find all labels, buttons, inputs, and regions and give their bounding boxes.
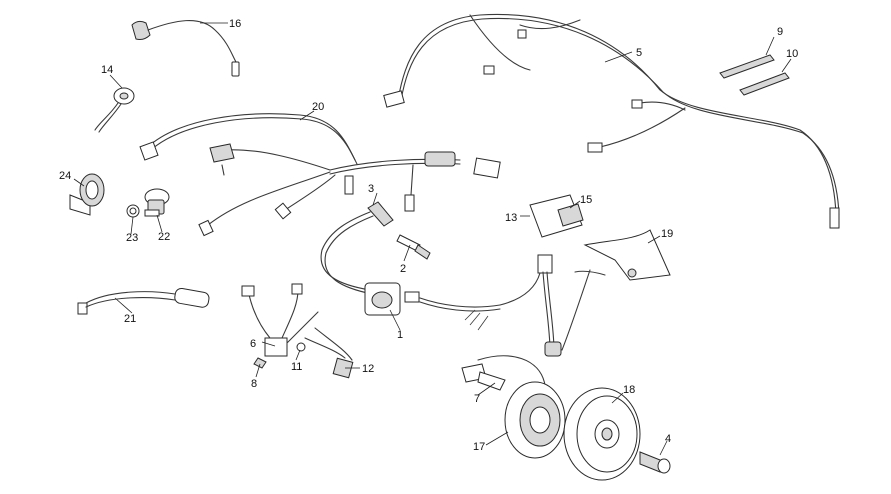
part-18-flywheel [563,387,641,481]
callout-7: 7 [474,393,480,405]
callout-19: 19 [661,228,673,240]
callout-6: 6 [250,338,256,350]
part-22-sensor [144,188,170,217]
part-17-stator [504,381,566,459]
part-3-plug-cap [320,201,394,295]
callout-17: 17 [473,441,485,453]
callout-23: 23 [126,232,138,244]
part-13-cdi-unit [529,194,584,238]
callout-16: 16 [229,18,241,30]
part-4-nut [639,451,671,474]
callout-13: 13 [505,212,517,224]
part-9-cable-tie [719,54,775,79]
callout-12: 12 [362,363,374,375]
part-23-o-ring [126,204,140,218]
callout-1: 1 [397,329,403,341]
part-12-wire-harness [304,327,354,379]
part-5-main-harness [383,13,840,229]
part-7-pickup-coil [461,363,506,391]
leader-lines [73,22,792,456]
callout-9: 9 [777,26,783,38]
part-8-screw [253,357,267,369]
stator-wiring [477,254,606,386]
part-21-cable [77,287,210,315]
part-10-cable-tie [739,72,790,96]
part-24-bracket [69,173,105,216]
callout-8: 8 [251,378,257,390]
part-1-ignition-coil [364,282,501,331]
callout-5: 5 [636,47,642,59]
callout-20: 20 [312,101,324,113]
callout-15: 15 [580,194,592,206]
callout-18: 18 [623,384,635,396]
callout-2: 2 [400,263,406,275]
callout-3: 3 [368,183,374,195]
part-6-regulator [241,283,319,357]
callout-11: 11 [291,361,302,373]
part-20-sub-harness [139,113,501,237]
part-16-cable-cap [131,19,240,77]
callout-labels: 1 2 3 4 5 6 7 8 9 10 11 12 13 14 15 16 1… [59,18,798,453]
callout-24: 24 [59,170,71,182]
callout-10: 10 [786,48,798,60]
part-11-nut [296,342,306,352]
callout-21: 21 [124,313,136,325]
callout-22: 22 [158,231,170,243]
part-14-switch [94,87,135,133]
callout-14: 14 [101,64,113,76]
part-2-spark-plug [396,234,431,260]
callout-4: 4 [665,433,671,445]
